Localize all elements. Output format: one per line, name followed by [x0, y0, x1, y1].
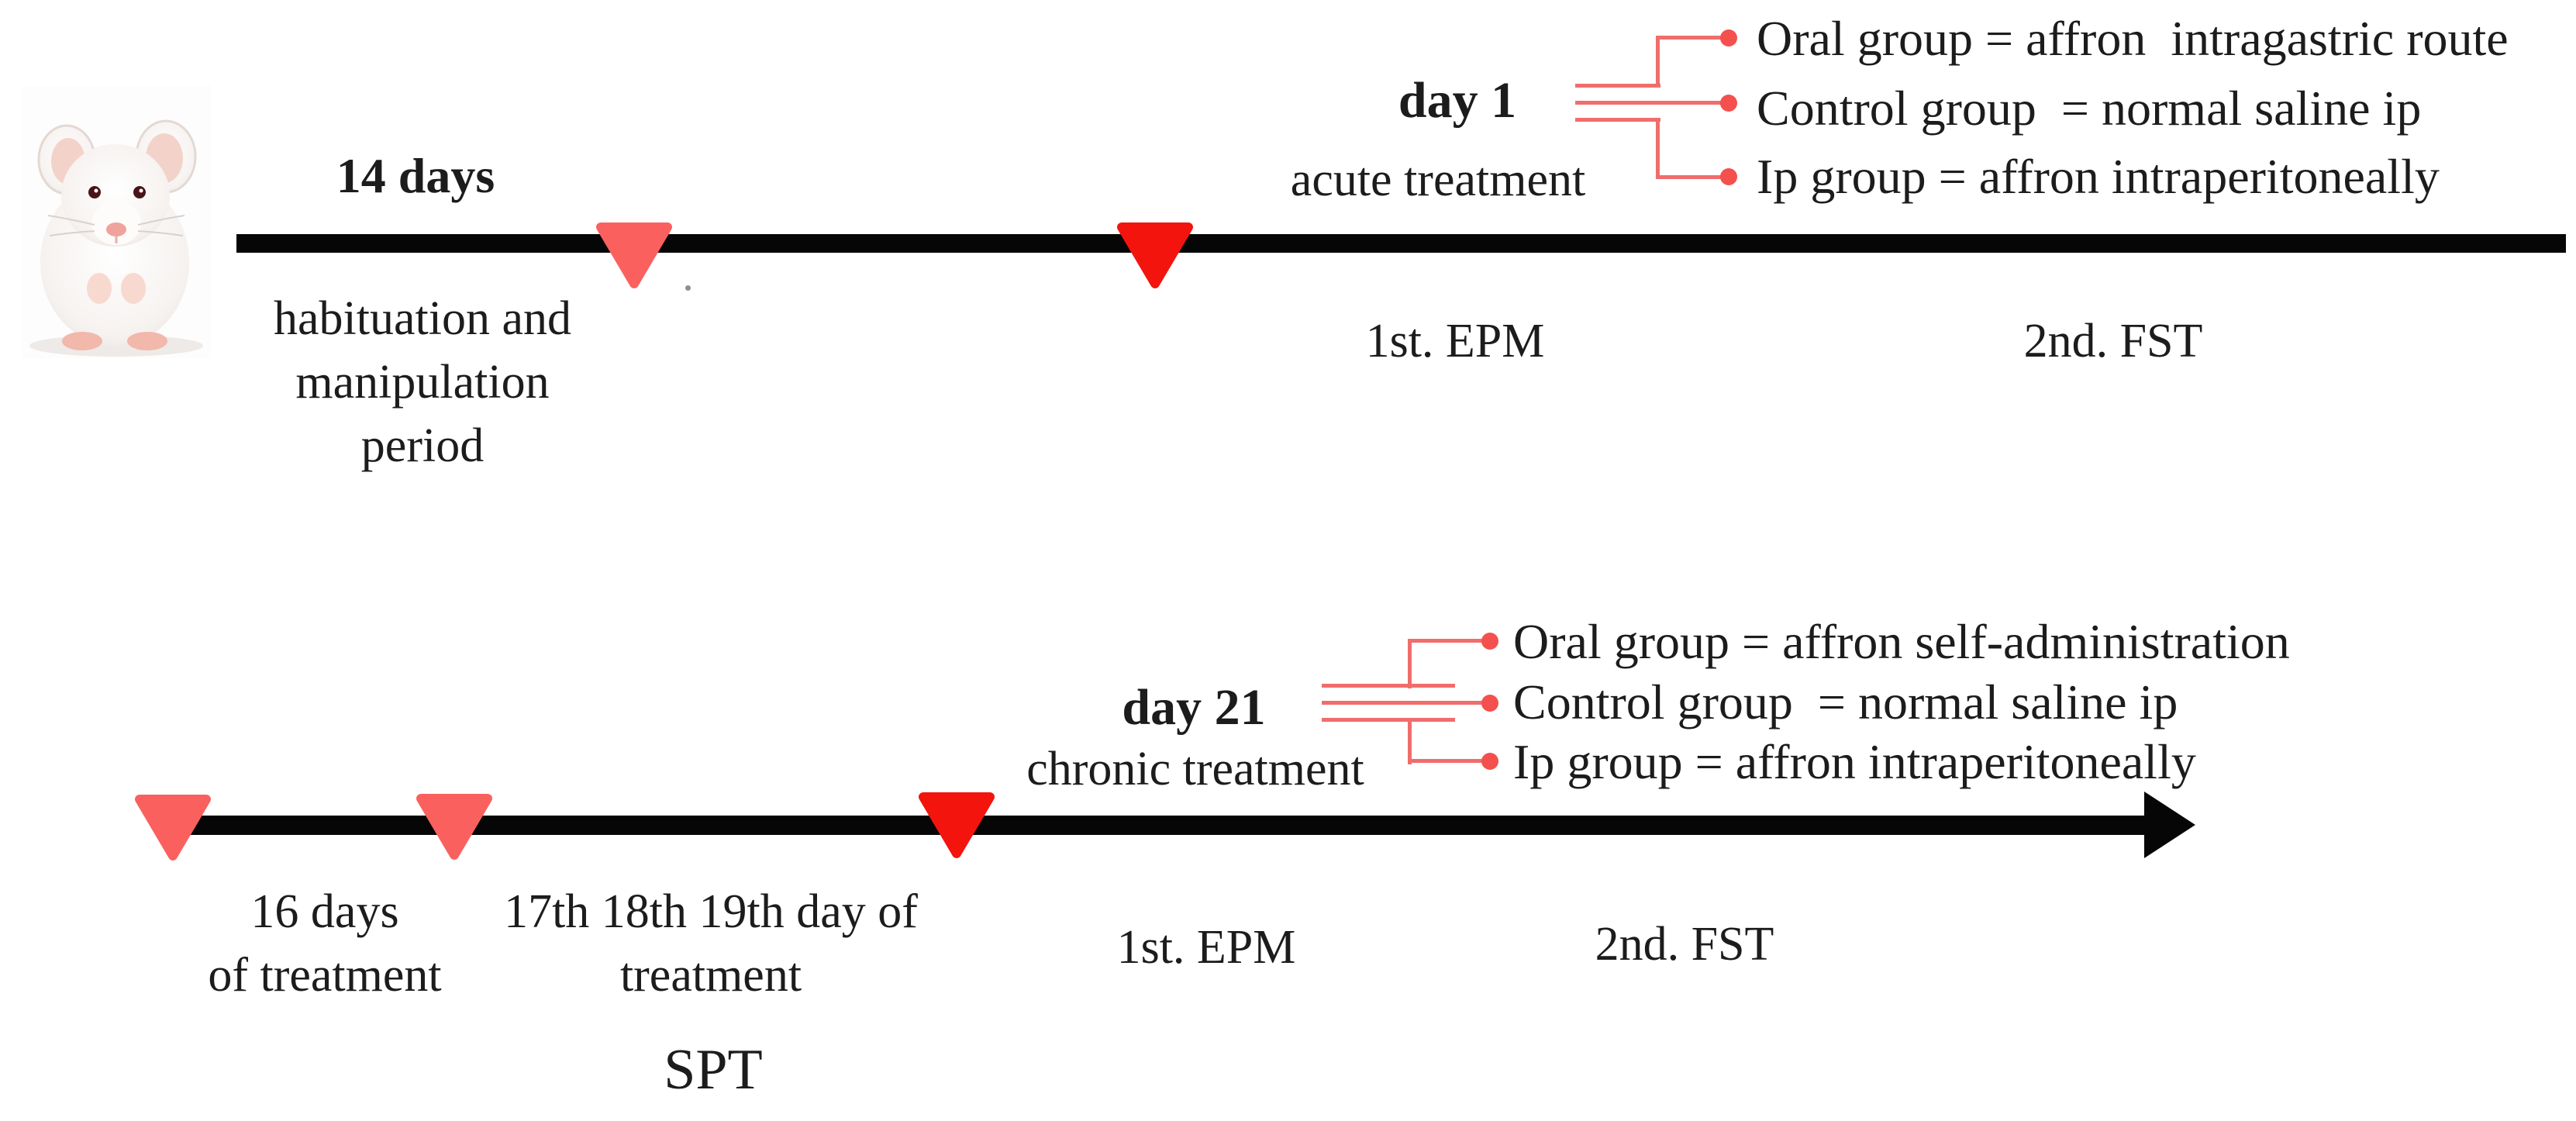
- chronic-day-label: day 21: [1122, 678, 1266, 736]
- bracket-line: [1575, 84, 1660, 88]
- bracket-line: [1408, 759, 1485, 763]
- acute-duration-label: 14 days: [336, 147, 495, 203]
- timeline-chronic: [178, 816, 2147, 835]
- bracket-line-vertical: [1408, 640, 1412, 688]
- bracket-line: [1322, 684, 1455, 688]
- bracket-dot: [1720, 29, 1737, 47]
- acute-test-epm: 1st. EPM: [1365, 314, 1545, 367]
- habituation-line-3: period: [360, 419, 485, 472]
- chronic-16days-label: 16 days of treatment: [170, 880, 480, 1007]
- chronic-treatment-label: chronic treatment: [1026, 742, 1364, 795]
- mouse-illustration: [22, 85, 211, 358]
- chronic-17-19days-label: 17th 18th 19th day of treatment: [478, 880, 943, 1007]
- habituation-line-2: manipulation: [295, 355, 550, 409]
- bracket-line-vertical: [1656, 37, 1660, 87]
- bracket-line: [1656, 175, 1727, 179]
- stray-dot: [685, 285, 691, 291]
- acute-test-fst: 2nd. FST: [2023, 314, 2203, 367]
- bracket-line: [1408, 639, 1485, 643]
- bracket-dot: [1481, 633, 1498, 650]
- bracket-dot: [1720, 168, 1737, 185]
- bracket-line: [1575, 101, 1724, 105]
- marker-triangle-acute-1: [595, 222, 673, 294]
- bracket-line-vertical: [1656, 119, 1660, 178]
- bracket-dot: [1481, 753, 1498, 770]
- chronic-group-oral: Oral group = affron self-administration: [1513, 613, 2290, 669]
- acute-group-oral: Oral group = affron intragastric route: [1757, 10, 2509, 66]
- chronic-16days-line2: of treatment: [208, 948, 442, 1002]
- marker-triangle-chronic-1: [134, 794, 212, 866]
- marker-triangle-acute-2: [1116, 222, 1194, 294]
- chronic-test-fst: 2nd. FST: [1595, 917, 1774, 971]
- bracket-dot: [1481, 695, 1498, 712]
- marker-triangle-chronic-3: [918, 792, 995, 864]
- marker-triangle-chronic-2: [416, 793, 493, 865]
- acute-day-label: day 1: [1398, 71, 1517, 129]
- chronic-16days-line1: 16 days: [250, 885, 399, 938]
- spt-label: SPT: [664, 1038, 763, 1102]
- bracket-dot: [1720, 95, 1737, 112]
- bracket-line: [1575, 118, 1660, 122]
- timeline-arrowhead: [2144, 792, 2195, 858]
- chronic-17-19days-line1: 17th 18th 19th day of: [504, 885, 918, 938]
- bracket-line-vertical: [1408, 718, 1412, 764]
- chronic-test-epm: 1st. EPM: [1116, 920, 1296, 974]
- acute-group-control: Control group = normal saline ip: [1757, 80, 2422, 136]
- chronic-group-ip: Ip group = affron intraperitoneally: [1513, 733, 2196, 789]
- mouse-photo: [22, 85, 211, 358]
- bracket-line: [1322, 701, 1486, 705]
- bracket-line: [1322, 718, 1455, 722]
- timeline-acute: [236, 234, 2566, 253]
- chronic-17-19days-line2: treatment: [619, 948, 802, 1002]
- habituation-line-1: habituation and: [274, 291, 571, 345]
- bracket-line: [1656, 36, 1727, 40]
- acute-group-ip: Ip group = affron intraperitoneally: [1757, 148, 2440, 204]
- chronic-group-control: Control group = normal saline ip: [1513, 674, 2178, 730]
- acute-treatment-label: acute treatment: [1290, 153, 1586, 206]
- habituation-period-label: habituation and manipulation period: [190, 287, 655, 478]
